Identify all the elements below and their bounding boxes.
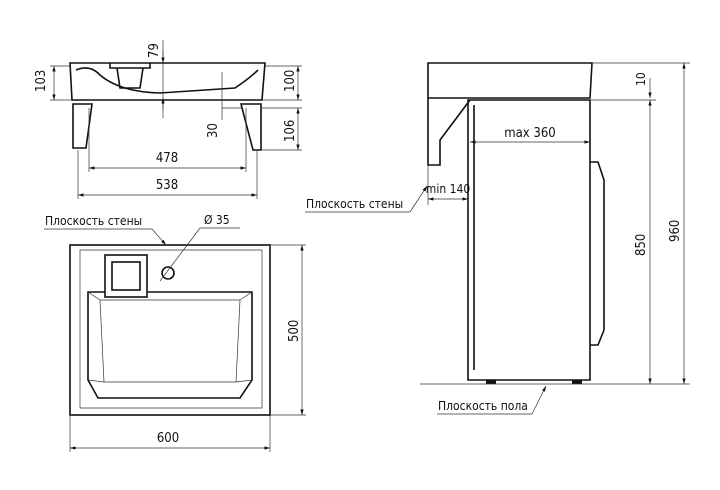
sink-top-view: Ø 35 Плоскость стены 500 600 [44,213,306,452]
wall-bracket [427,98,471,166]
countertop-sink [427,62,593,99]
machine-door [473,105,605,370]
dim-106: 106 [283,120,298,142]
sink-body-outline [69,62,266,101]
dim-max-360: max 360 [504,126,556,141]
dim-850: 850 [634,234,649,256]
right-leg [239,103,262,151]
dim-79: 79 [147,43,162,58]
dim-500: 500 [287,320,302,342]
sink-side-view: 103 79 100 30 106 478 538 [34,40,302,199]
wall-plane-label-profile: Плоскость стены [306,197,403,211]
floor-plane-label: Плоскость пола [438,399,528,413]
dim-100: 100 [283,70,298,92]
sink-top-outline [69,244,271,416]
dim-30: 30 [206,123,221,138]
dim-min-140: min 140 [426,182,471,196]
drain-outlet [109,63,151,89]
washing-machine [467,99,591,381]
dim-103: 103 [34,70,49,92]
wall-plane-label: Плоскость стены [45,214,142,228]
dim-960: 960 [668,220,683,242]
dim-478: 478 [156,151,178,166]
installation-profile-view: max 360 min 140 Плоскость стены 10 850 9… [305,62,690,415]
dim-10: 10 [634,72,648,86]
left-leg [72,103,93,149]
dim-600: 600 [157,431,179,446]
dim-538: 538 [156,178,178,193]
faucet-hole [161,266,175,280]
hole-diameter-label: Ø 35 [204,213,230,227]
bowl-curve [75,67,259,94]
